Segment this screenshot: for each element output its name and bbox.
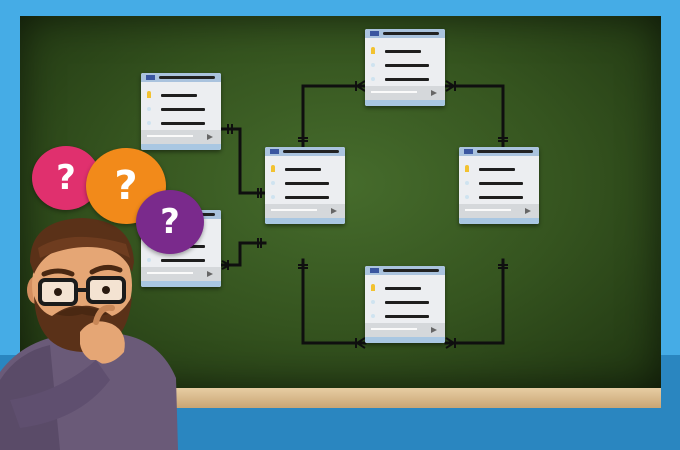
entity-table-bottom	[365, 266, 445, 343]
primary-key-icon	[371, 47, 375, 54]
entity-table-right	[459, 147, 539, 224]
question-mark-icon: ?	[160, 202, 180, 242]
database-table-icon	[370, 268, 379, 273]
entity-table-left-top	[141, 73, 221, 150]
primary-key-icon	[147, 91, 151, 98]
entity-table-top	[365, 29, 445, 106]
entity-table-center	[265, 147, 345, 224]
chalkboard-ledge	[20, 388, 661, 408]
question-bubble-purple: ?	[136, 190, 204, 254]
primary-key-icon	[371, 284, 375, 291]
connector-top-center	[301, 84, 367, 148]
connector-left-bottom	[220, 241, 267, 267]
question-mark-icon: ?	[114, 163, 138, 209]
question-mark-icon: ?	[56, 158, 76, 198]
primary-key-icon	[271, 165, 275, 172]
database-table-icon	[146, 75, 155, 80]
connector-top-right	[444, 84, 505, 148]
database-table-icon	[370, 31, 379, 36]
connector-center-bottom	[301, 258, 367, 345]
database-table-icon	[270, 149, 279, 154]
database-table-icon	[464, 149, 473, 154]
primary-key-icon	[465, 165, 469, 172]
connector-right-bottom	[444, 258, 505, 345]
